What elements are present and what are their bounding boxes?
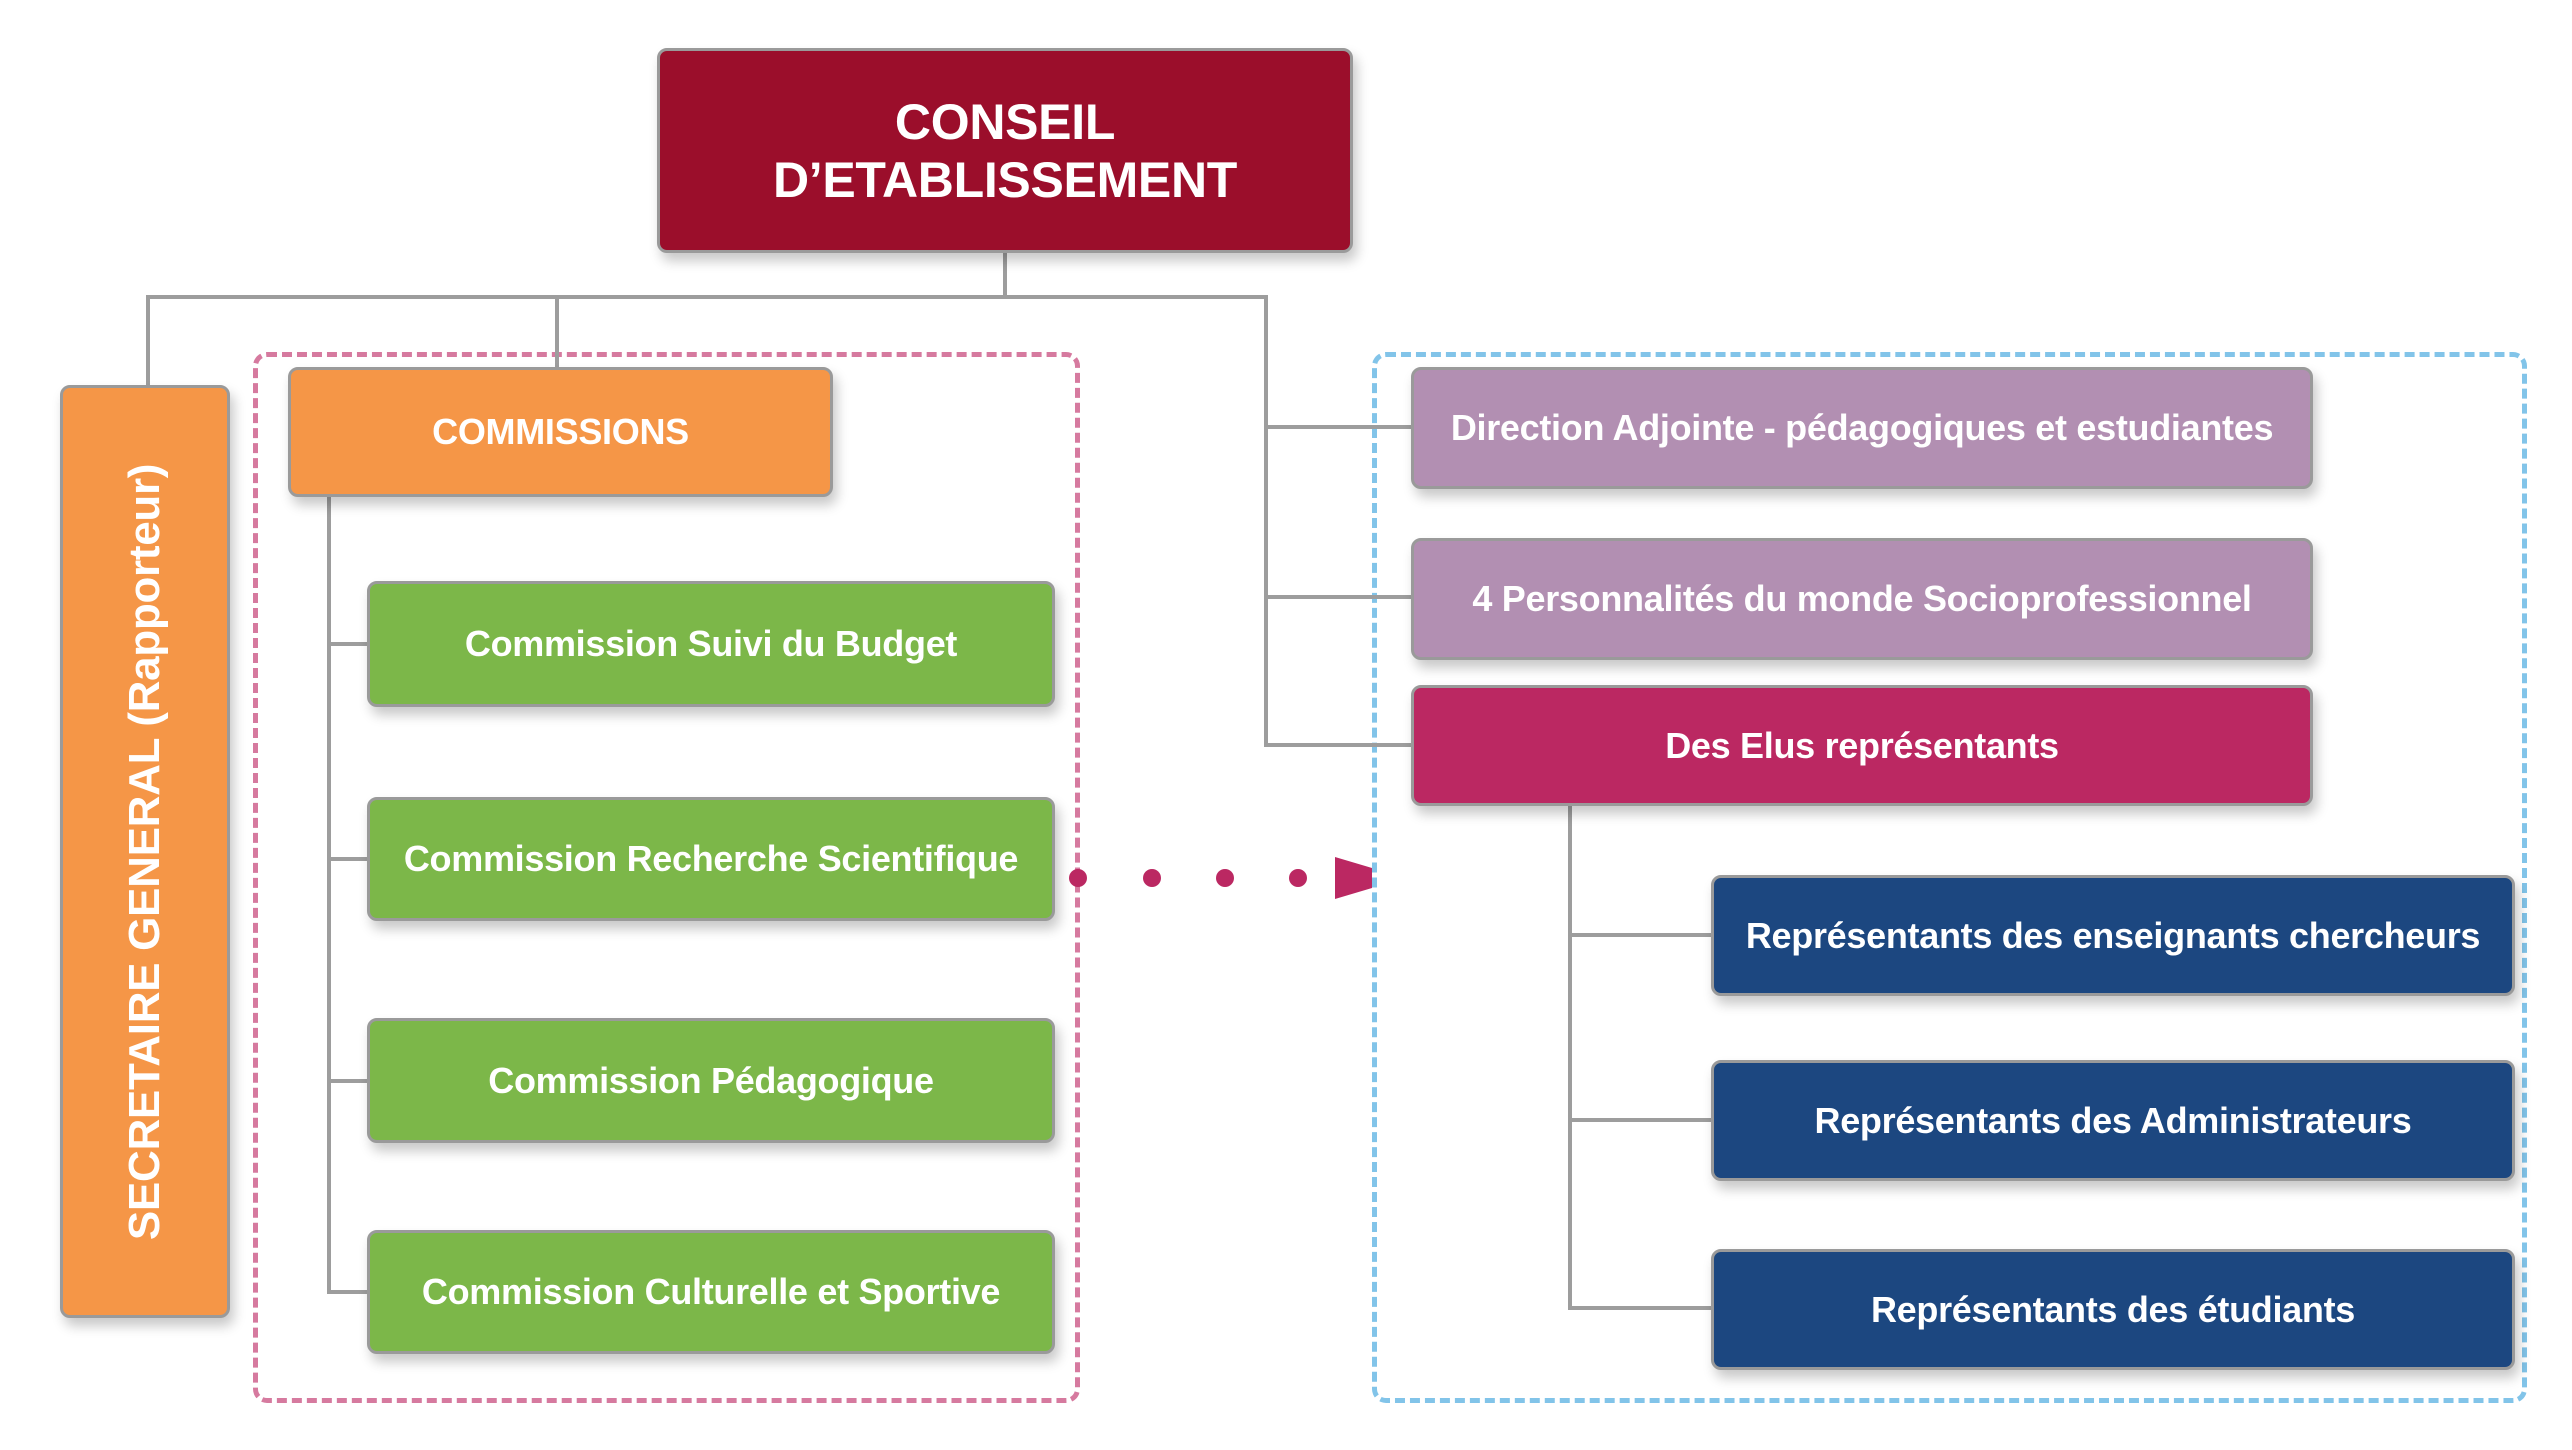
node-commission-budget[interactable]: Commission Suivi du Budget	[367, 581, 1055, 707]
member-label: Direction Adjointe - pédagogiques et est…	[1450, 407, 2274, 448]
connector-elus-2	[1568, 1118, 1713, 1122]
arrow-dot	[1289, 869, 1307, 887]
commission-label: Commission Culturelle et Sportive	[421, 1271, 1001, 1312]
node-commissions[interactable]: COMMISSIONS	[288, 367, 833, 497]
connector-root-trunk	[1003, 253, 1007, 299]
connector-elus-3	[1568, 1306, 1713, 1310]
node-representants-enseignants[interactable]: Représentants des enseignants chercheurs	[1711, 875, 2515, 996]
node-representants-etudiants[interactable]: Représentants des étudiants	[1711, 1249, 2515, 1370]
elus-label: Représentants des enseignants chercheurs	[1745, 914, 2481, 956]
connector-commissions	[555, 295, 559, 369]
connector-commission-3	[327, 1079, 369, 1083]
node-elus[interactable]: Des Elus représentants	[1411, 685, 2313, 806]
connector-elus-trunk	[1568, 806, 1572, 1310]
node-direction-adjointe[interactable]: Direction Adjointe - pédagogiques et est…	[1411, 367, 2313, 489]
root-node-conseil[interactable]: CONSEIL D’ETABLISSEMENT	[657, 48, 1353, 253]
arrow-head-icon	[1335, 857, 1372, 899]
arrow-dot	[1143, 869, 1161, 887]
commissions-label: COMMISSIONS	[432, 411, 689, 452]
elus-label: Représentants des étudiants	[1870, 1288, 2356, 1330]
connector-member-3	[1264, 743, 1413, 747]
node-personnalites[interactable]: 4 Personnalités du monde Socioprofession…	[1411, 538, 2313, 660]
arrow-dot	[1216, 869, 1234, 887]
node-secretaire-general[interactable]: SECRETAIRE GENERAL (Rapporteur)	[60, 385, 230, 1318]
commission-label: Commission Recherche Scientifique	[403, 838, 1019, 879]
commission-label: Commission Pédagogique	[488, 1059, 934, 1101]
connector-member-1	[1264, 425, 1413, 429]
elus-label: Représentants des Administrateurs	[1814, 1099, 2412, 1141]
members-group-frame	[1372, 352, 2527, 1403]
commission-label: Commission Suivi du Budget	[464, 623, 958, 664]
node-commission-culturelle[interactable]: Commission Culturelle et Sportive	[367, 1230, 1055, 1354]
connector-commission-2	[327, 857, 369, 861]
node-representants-administrateurs[interactable]: Représentants des Administrateurs	[1711, 1060, 2515, 1181]
connector-commissions-trunk	[327, 497, 331, 1292]
connector-top-horizontal	[146, 295, 1268, 299]
node-commission-recherche[interactable]: Commission Recherche Scientifique	[367, 797, 1055, 921]
connector-commission-4	[327, 1290, 369, 1294]
member-label: Des Elus représentants	[1665, 724, 2059, 766]
member-label: 4 Personnalités du monde Socioprofession…	[1472, 578, 2252, 619]
arrow-dot	[1069, 869, 1087, 887]
connector-elus-1	[1568, 933, 1713, 937]
connector-commission-1	[327, 642, 369, 646]
connector-member-2	[1264, 595, 1413, 599]
node-commission-pedagogique[interactable]: Commission Pédagogique	[367, 1018, 1055, 1143]
connector-secretaire	[146, 295, 150, 387]
connector-members-trunk	[1264, 295, 1268, 747]
root-node-label: CONSEIL D’ETABLISSEMENT	[772, 93, 1238, 208]
